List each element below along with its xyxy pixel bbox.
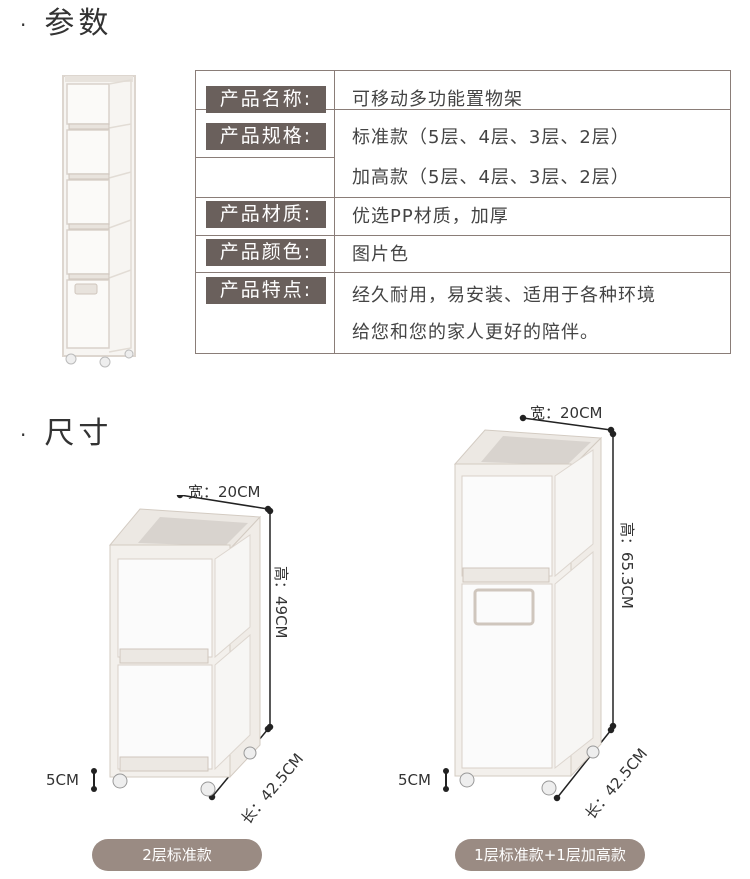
param-value-spec-standard: 标准款（5层、4层、3层、2层） <box>352 127 630 148</box>
right-width-label: 宽：20CM <box>530 404 603 422</box>
row-divider <box>196 109 730 110</box>
caption-standard-plus-tall: 1层标准款+1层加高款 <box>455 839 645 871</box>
param-value-features-line1: 经久耐用，易安装、适用于各种环境 <box>352 285 656 306</box>
param-label-name: 产品名称: <box>206 86 326 113</box>
wheel-height-marker-icon <box>443 768 449 792</box>
row-divider <box>196 272 730 273</box>
param-label-material: 产品材质: <box>206 201 326 228</box>
bullet-dot: · <box>20 422 31 447</box>
bullet-dot: · <box>20 12 31 37</box>
standard-plus-tall-shelf-image <box>453 414 617 802</box>
row-divider <box>196 197 730 198</box>
params-title-text: 参数 <box>44 6 113 41</box>
param-label-spec: 产品规格: <box>206 123 326 150</box>
table-column-divider <box>334 71 335 353</box>
caption-two-tier-standard: 2层标准款 <box>92 839 262 871</box>
left-wheel-height-label: 5CM <box>46 771 79 789</box>
param-label-features: 产品特点: <box>206 277 326 304</box>
param-value-spec-tall: 加高款（5层、4层、3层、2层） <box>352 167 630 188</box>
two-tier-standard-shelf-image <box>108 495 274 801</box>
size-title-text: 尺寸 <box>44 416 113 451</box>
wheel-height-marker-icon <box>91 768 97 792</box>
left-width-label: 宽：20CM <box>188 483 261 501</box>
param-value-features-line2: 给您和您的家人更好的陪伴。 <box>352 322 599 343</box>
row-divider <box>196 235 730 236</box>
params-section-title: · 参数 <box>20 0 112 42</box>
left-height-label: 高：49CM <box>272 566 290 639</box>
params-table: 产品名称: 可移动多功能置物架 产品规格: 标准款（5层、4层、3层、2层） 加… <box>195 70 731 354</box>
param-value-material: 优选PP材质，加厚 <box>352 206 509 227</box>
size-section-title: · 尺寸 <box>20 408 112 452</box>
five-tier-shelf-image <box>62 75 136 368</box>
param-value-name: 可移动多功能置物架 <box>352 89 523 110</box>
right-wheel-height-label: 5CM <box>398 771 431 789</box>
row-divider <box>196 157 334 158</box>
right-height-label: 高：65.3CM <box>618 522 636 609</box>
param-value-color: 图片色 <box>352 244 409 265</box>
param-label-color: 产品颜色: <box>206 239 326 266</box>
